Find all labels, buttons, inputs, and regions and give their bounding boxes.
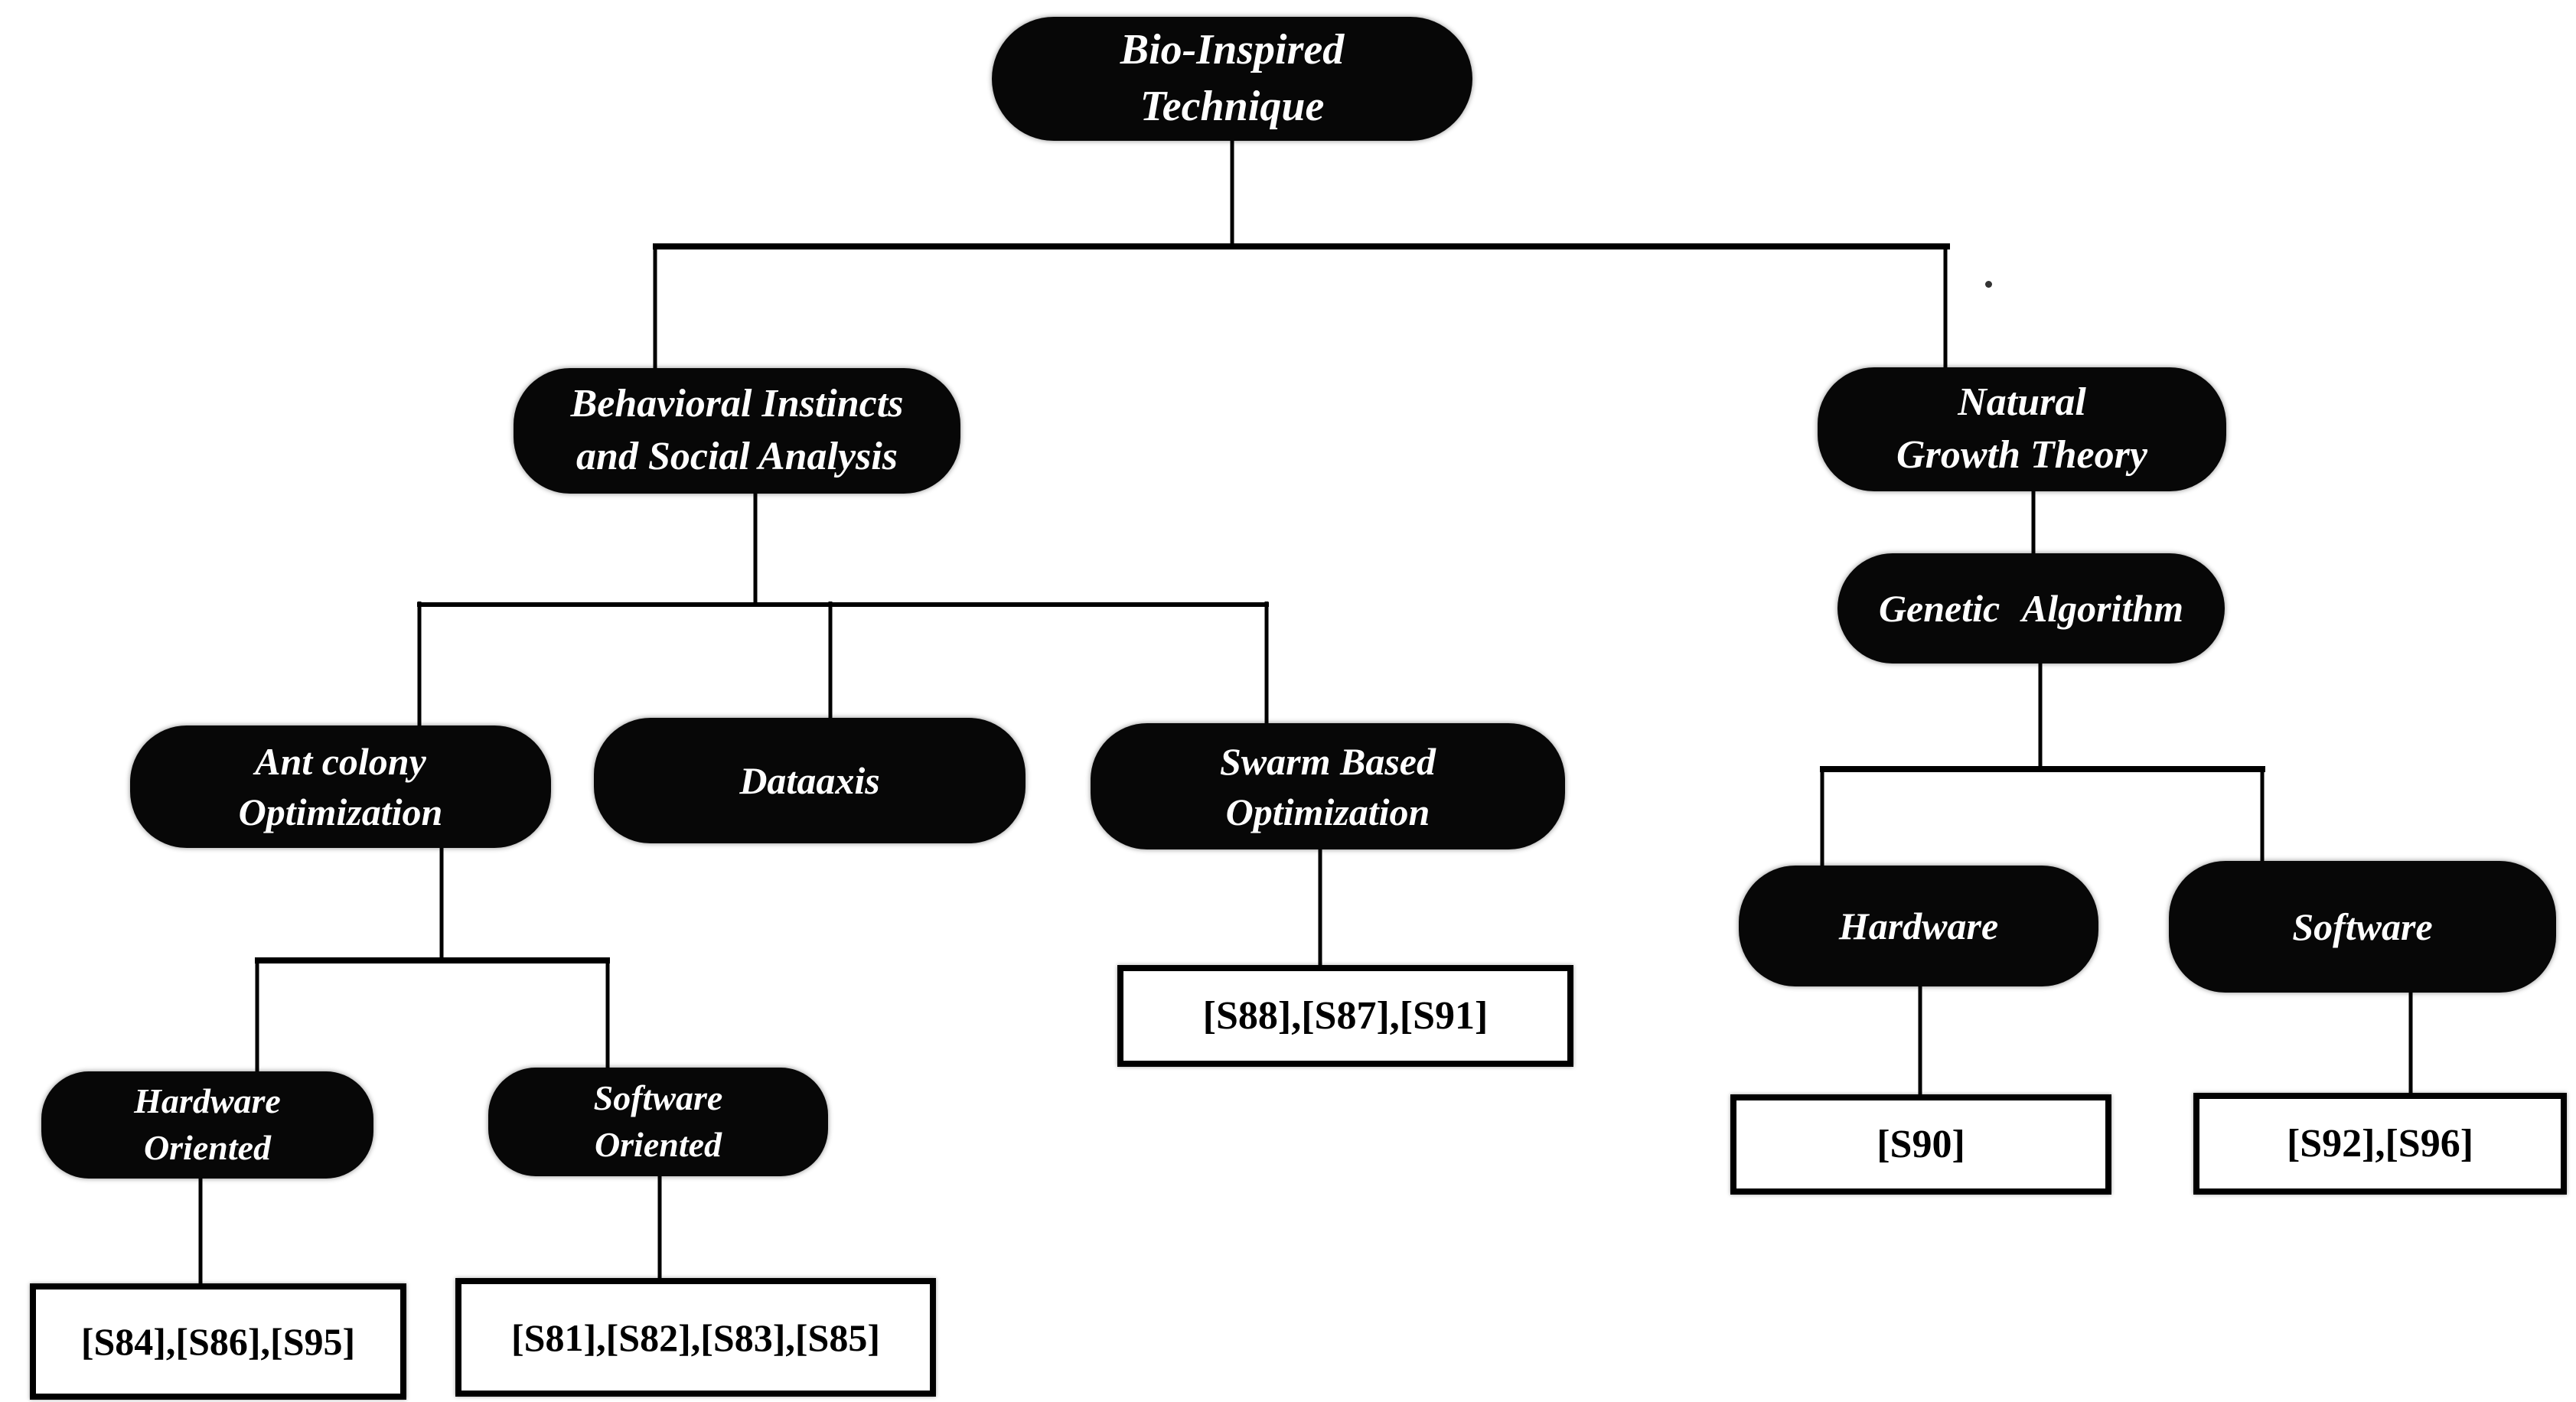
refs-ga-software: [S92],[S96] [2193,1093,2567,1195]
node-label: Software Oriented [593,1078,723,1164]
refs-swarm: [S88],[S87],[S91] [1117,965,1573,1067]
node-ga-software: Software [2169,861,2556,993]
node-label: Hardware Oriented [134,1081,281,1167]
node-label: Ant colony Optimization [238,740,443,833]
refs-ga-hardware: [S90] [1730,1094,2111,1195]
node-label: Hardware [1838,905,1999,947]
ref-label: [S92],[S96] [2286,1122,2474,1166]
ref-label: [S81],[S82],[S83],[S85] [511,1316,880,1359]
node-label: Bio-Inspired Technique [1120,26,1345,130]
node-label: Behavioral Instincts and Social Analysis [570,382,904,478]
refs-hardware-oriented: [S84],[S86],[S95] [30,1283,406,1400]
node-bio-inspired-technique: Bio-Inspired Technique [992,17,1472,141]
stray-dot [1985,281,1992,288]
node-software-oriented: Software Oriented [488,1068,828,1176]
refs-software-oriented: [S81],[S82],[S83],[S85] [455,1278,936,1397]
node-label: Dataaxis [739,759,880,802]
ref-label: [S84],[S86],[S95] [80,1320,356,1363]
node-label: Natural Growth Theory [1896,380,2147,477]
node-label: Software [2292,905,2433,948]
ref-label: [S88],[S87],[S91] [1202,994,1489,1038]
node-behavioral-instincts: Behavioral Instincts and Social Analysis [514,368,960,494]
node-swarm-based-optimization: Swarm Based Optimization [1091,723,1565,849]
node-label: Genetic Algorithm [1878,587,2184,630]
node-label: Swarm Based Optimization [1219,739,1436,833]
node-hardware-oriented: Hardware Oriented [41,1071,373,1179]
node-natural-growth-theory: Natural Growth Theory [1818,367,2226,491]
node-genetic-algorithm: Genetic Algorithm [1837,553,2225,664]
ref-label: [S90] [1877,1123,1965,1166]
node-ga-hardware: Hardware [1739,866,2098,986]
node-dataaxis: Dataaxis [594,718,1026,843]
node-ant-colony-optimization: Ant colony Optimization [130,725,551,848]
